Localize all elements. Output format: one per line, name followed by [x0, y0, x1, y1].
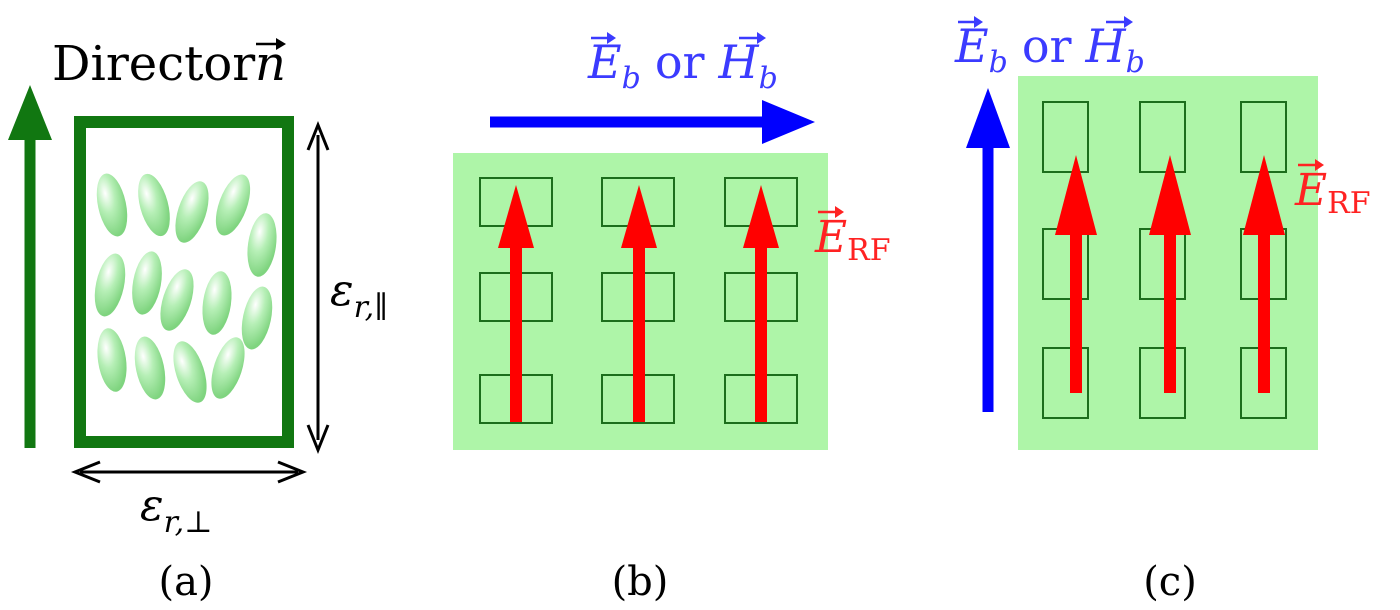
panel-c-bias-arrow	[966, 88, 1010, 412]
panel-b-rf-label: ERF	[814, 212, 891, 268]
eps-perp-dimension	[70, 460, 308, 484]
director-arrow	[8, 85, 52, 448]
eps-parallel-dimension	[306, 120, 330, 455]
eps-perp-label: εr,⊥	[140, 480, 212, 540]
panel-c-rf-vector-mark	[1298, 159, 1324, 171]
panel-c-caption: (c)	[1143, 559, 1197, 605]
eps-parallel-label: εr,∥	[330, 265, 388, 325]
panel-b-bias-vector-marks	[591, 32, 766, 44]
panel-a: Director n	[8, 36, 388, 605]
panel-a-caption: (a)	[158, 559, 213, 605]
director-vector-arrow-icon	[256, 38, 286, 50]
panel-b-bias-arrow	[490, 100, 815, 144]
panel-b-rf-vector-mark	[818, 206, 844, 218]
panel-c-rf-label: ERF	[1294, 165, 1371, 221]
panel-c-bias-vector-marks	[958, 16, 1133, 28]
panel-b-rf-arrows	[498, 185, 779, 422]
panel-c-rf-arrows	[1055, 155, 1285, 393]
panel-b-caption: (b)	[612, 559, 669, 605]
lc-molecules	[94, 173, 277, 403]
director-label: Director	[52, 36, 255, 92]
